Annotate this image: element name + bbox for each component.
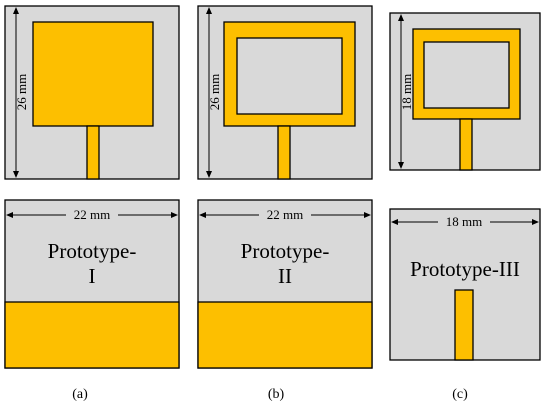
width-label-b: 22 mm [267, 207, 303, 222]
caption-c: (c) [452, 387, 468, 402]
prototype-name-b-line1: Prototype- [241, 239, 330, 263]
width-label-c: 18 mm [446, 214, 482, 229]
prototype-name-a-line1: Prototype- [48, 239, 137, 263]
loop-c-slot [423, 41, 510, 109]
height-label-b: 26 mm [207, 74, 222, 110]
prototype-ii-back: 22 mm Prototype- II [197, 199, 373, 369]
prototype-ii-front: 26 mm [197, 5, 373, 180]
prototype-i-back: 22 mm Prototype- I [4, 199, 180, 369]
height-label-c: 18 mm [399, 74, 414, 110]
prototype-name-b-line2: II [278, 264, 292, 288]
prototype-iii-front: 18 mm [389, 12, 541, 171]
feedline-a [86, 125, 100, 180]
loop-b-slot [236, 37, 343, 115]
prototype-i-front: 26 mm [4, 5, 180, 180]
patch-a [32, 21, 154, 127]
prototype-iii-back: 18 mm Prototype-III [389, 208, 541, 361]
feedline-b [277, 125, 291, 180]
ground-plane-b [197, 301, 373, 369]
feed-strip-c [454, 289, 474, 361]
prototype-name-c: Prototype-III [410, 257, 520, 281]
caption-b: (b) [268, 387, 285, 402]
caption-a: (a) [72, 387, 88, 402]
width-label-a: 22 mm [74, 207, 110, 222]
height-label-a: 26 mm [14, 74, 29, 110]
prototype-name-a-line2: I [89, 264, 96, 288]
ground-plane-a [4, 301, 180, 369]
feedline-c [459, 118, 473, 171]
